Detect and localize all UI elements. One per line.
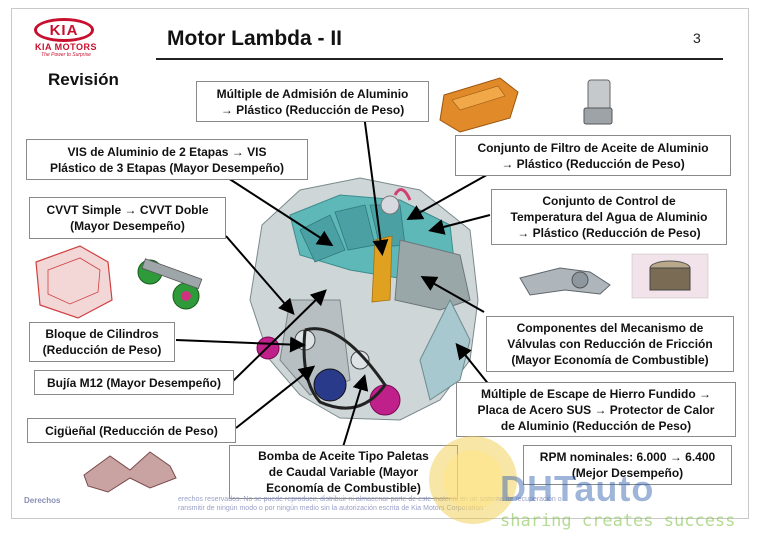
section-title: Revisión [48,70,119,89]
kia-tagline: The Power to Surprise [41,52,91,58]
footer-copyright-left: Derechos [24,496,61,505]
footer-copyright-line1: erechos reservados. No se puede reproduc… [178,496,562,503]
watermark-brand: DHTauto [500,468,655,509]
callout-intake-manifold: Múltiple de Admisión de Aluminio→ Plásti… [196,81,429,122]
kia-logo-text: KIA [49,21,79,39]
title-rule [156,58,723,60]
kia-logo-oval: KIA [34,18,94,42]
footer-copyright-line2: ransmitir de ningún modo o por ningún me… [178,505,484,512]
callout-cylinder-block: Bloque de Cilindros(Reducción de Peso) [29,322,175,362]
page-number: 3 [693,30,701,46]
callout-cvvt: CVVT Simple → CVVT Doble(Mayor Desempeño… [29,197,226,239]
callout-exhaust: Múltiple de Escape de Hierro Fundido →Pl… [456,382,736,437]
watermark-slogan: sharing creates success [500,511,736,531]
callout-oil-filter: Conjunto de Filtro de Aceite de Aluminio… [455,135,731,176]
page-title: Motor Lambda - II [167,27,342,50]
callout-rpm: RPM nominales: 6.000 → 6.400(Mejor Desem… [523,445,732,485]
kia-motors-text: KIA MOTORS [34,42,97,52]
watermark-logo-icon [429,436,517,524]
callout-crankshaft: Cigüeñal (Reducción de Peso) [27,418,236,443]
kia-logo: KIA KIA MOTORS The Power to Surprise [26,18,106,58]
callout-spark-plug: Bujía M12 (Mayor Desempeño) [34,370,234,395]
